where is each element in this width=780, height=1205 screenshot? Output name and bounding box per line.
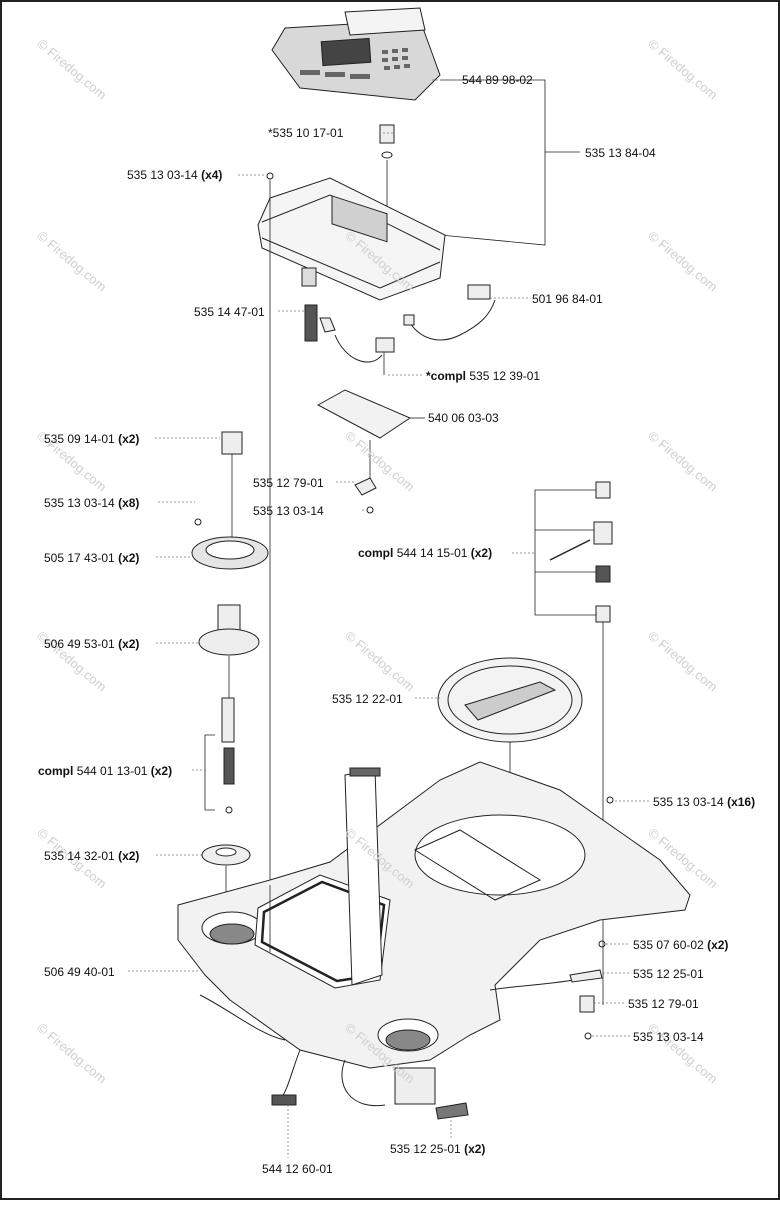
label-535-12-25-01-x2: 535 12 25-01 (x2) bbox=[390, 1142, 486, 1156]
spring-assembly bbox=[204, 697, 235, 814]
label-compl-544-01-13-01: compl 544 01 13-01 (x2) bbox=[38, 764, 173, 778]
label-535-14-32-01: 535 14 32-01 (x2) bbox=[44, 849, 140, 863]
right-stack bbox=[534, 481, 613, 1005]
label-535-12-79-01-lower: 535 12 79-01 bbox=[628, 997, 699, 1011]
wheel-cover bbox=[437, 657, 583, 855]
label-544-12-60-01: 544 12 60-01 bbox=[262, 1162, 333, 1176]
clip bbox=[354, 440, 377, 514]
keypad-overlay bbox=[271, 7, 441, 101]
label-535-13-03-14-x4: 535 13 03-14 (x4) bbox=[127, 168, 223, 182]
label-535-14-47-01: 535 14 47-01 bbox=[194, 305, 265, 319]
label-535-09-14-01: 535 09 14-01 (x2) bbox=[44, 432, 140, 446]
label-535-12-25-01-right: 535 12 25-01 bbox=[633, 967, 704, 981]
sensor-cable bbox=[403, 284, 496, 341]
label-535-13-03-14-x8: 535 13 03-14 (x8) bbox=[44, 496, 140, 510]
label-544-89-98-02: 544 89 98-02 bbox=[462, 73, 533, 87]
label-535-13-84-04: 535 13 84-04 bbox=[585, 146, 656, 160]
flange bbox=[191, 536, 269, 570]
label-535-10-17-01: *535 10 17-01 bbox=[268, 126, 344, 140]
screw-x16 bbox=[606, 796, 614, 804]
lower-bushing bbox=[201, 844, 251, 920]
label-compl-535-12-39-01: *compl 535 12 39-01 bbox=[426, 369, 541, 383]
label-540-06-03-03: 540 06 03-03 bbox=[428, 411, 499, 425]
label-535-13-03-14-lower: 535 13 03-14 bbox=[633, 1030, 704, 1044]
connector bbox=[301, 267, 395, 375]
screw-x8 bbox=[194, 518, 202, 526]
label-535-07-60-02: 535 07 60-02 (x2) bbox=[633, 938, 729, 952]
control-housing bbox=[257, 177, 446, 301]
label-535-12-22-01: 535 12 22-01 bbox=[332, 692, 403, 706]
plate bbox=[316, 389, 412, 439]
label-535-13-03-14-single: 535 13 03-14 bbox=[253, 504, 324, 518]
label-501-96-84-01: 501 96 84-01 bbox=[532, 292, 603, 306]
label-505-17-43-01: 505 17 43-01 (x2) bbox=[44, 551, 140, 565]
group-bracket bbox=[439, 79, 546, 246]
screw-lower bbox=[584, 1032, 592, 1040]
screw-x4 bbox=[266, 172, 274, 885]
clip-lower bbox=[579, 995, 595, 1013]
leader-lines bbox=[128, 79, 650, 1158]
label-535-12-79-01-upper: 535 12 79-01 bbox=[253, 476, 324, 490]
label-compl-544-14-15-01: compl 544 14 15-01 (x2) bbox=[358, 546, 493, 560]
label-506-49-53-01: 506 49 53-01 (x2) bbox=[44, 637, 140, 651]
label-506-49-40-01: 506 49 40-01 bbox=[44, 965, 115, 979]
left-bushing bbox=[221, 431, 243, 540]
grommet bbox=[198, 604, 260, 698]
bracket-plate bbox=[569, 969, 603, 983]
clip-pad bbox=[435, 1102, 469, 1120]
nut bbox=[598, 940, 606, 948]
main-chassis bbox=[177, 761, 691, 1107]
label-535-13-03-14-x16: 535 13 03-14 (x16) bbox=[653, 795, 756, 809]
